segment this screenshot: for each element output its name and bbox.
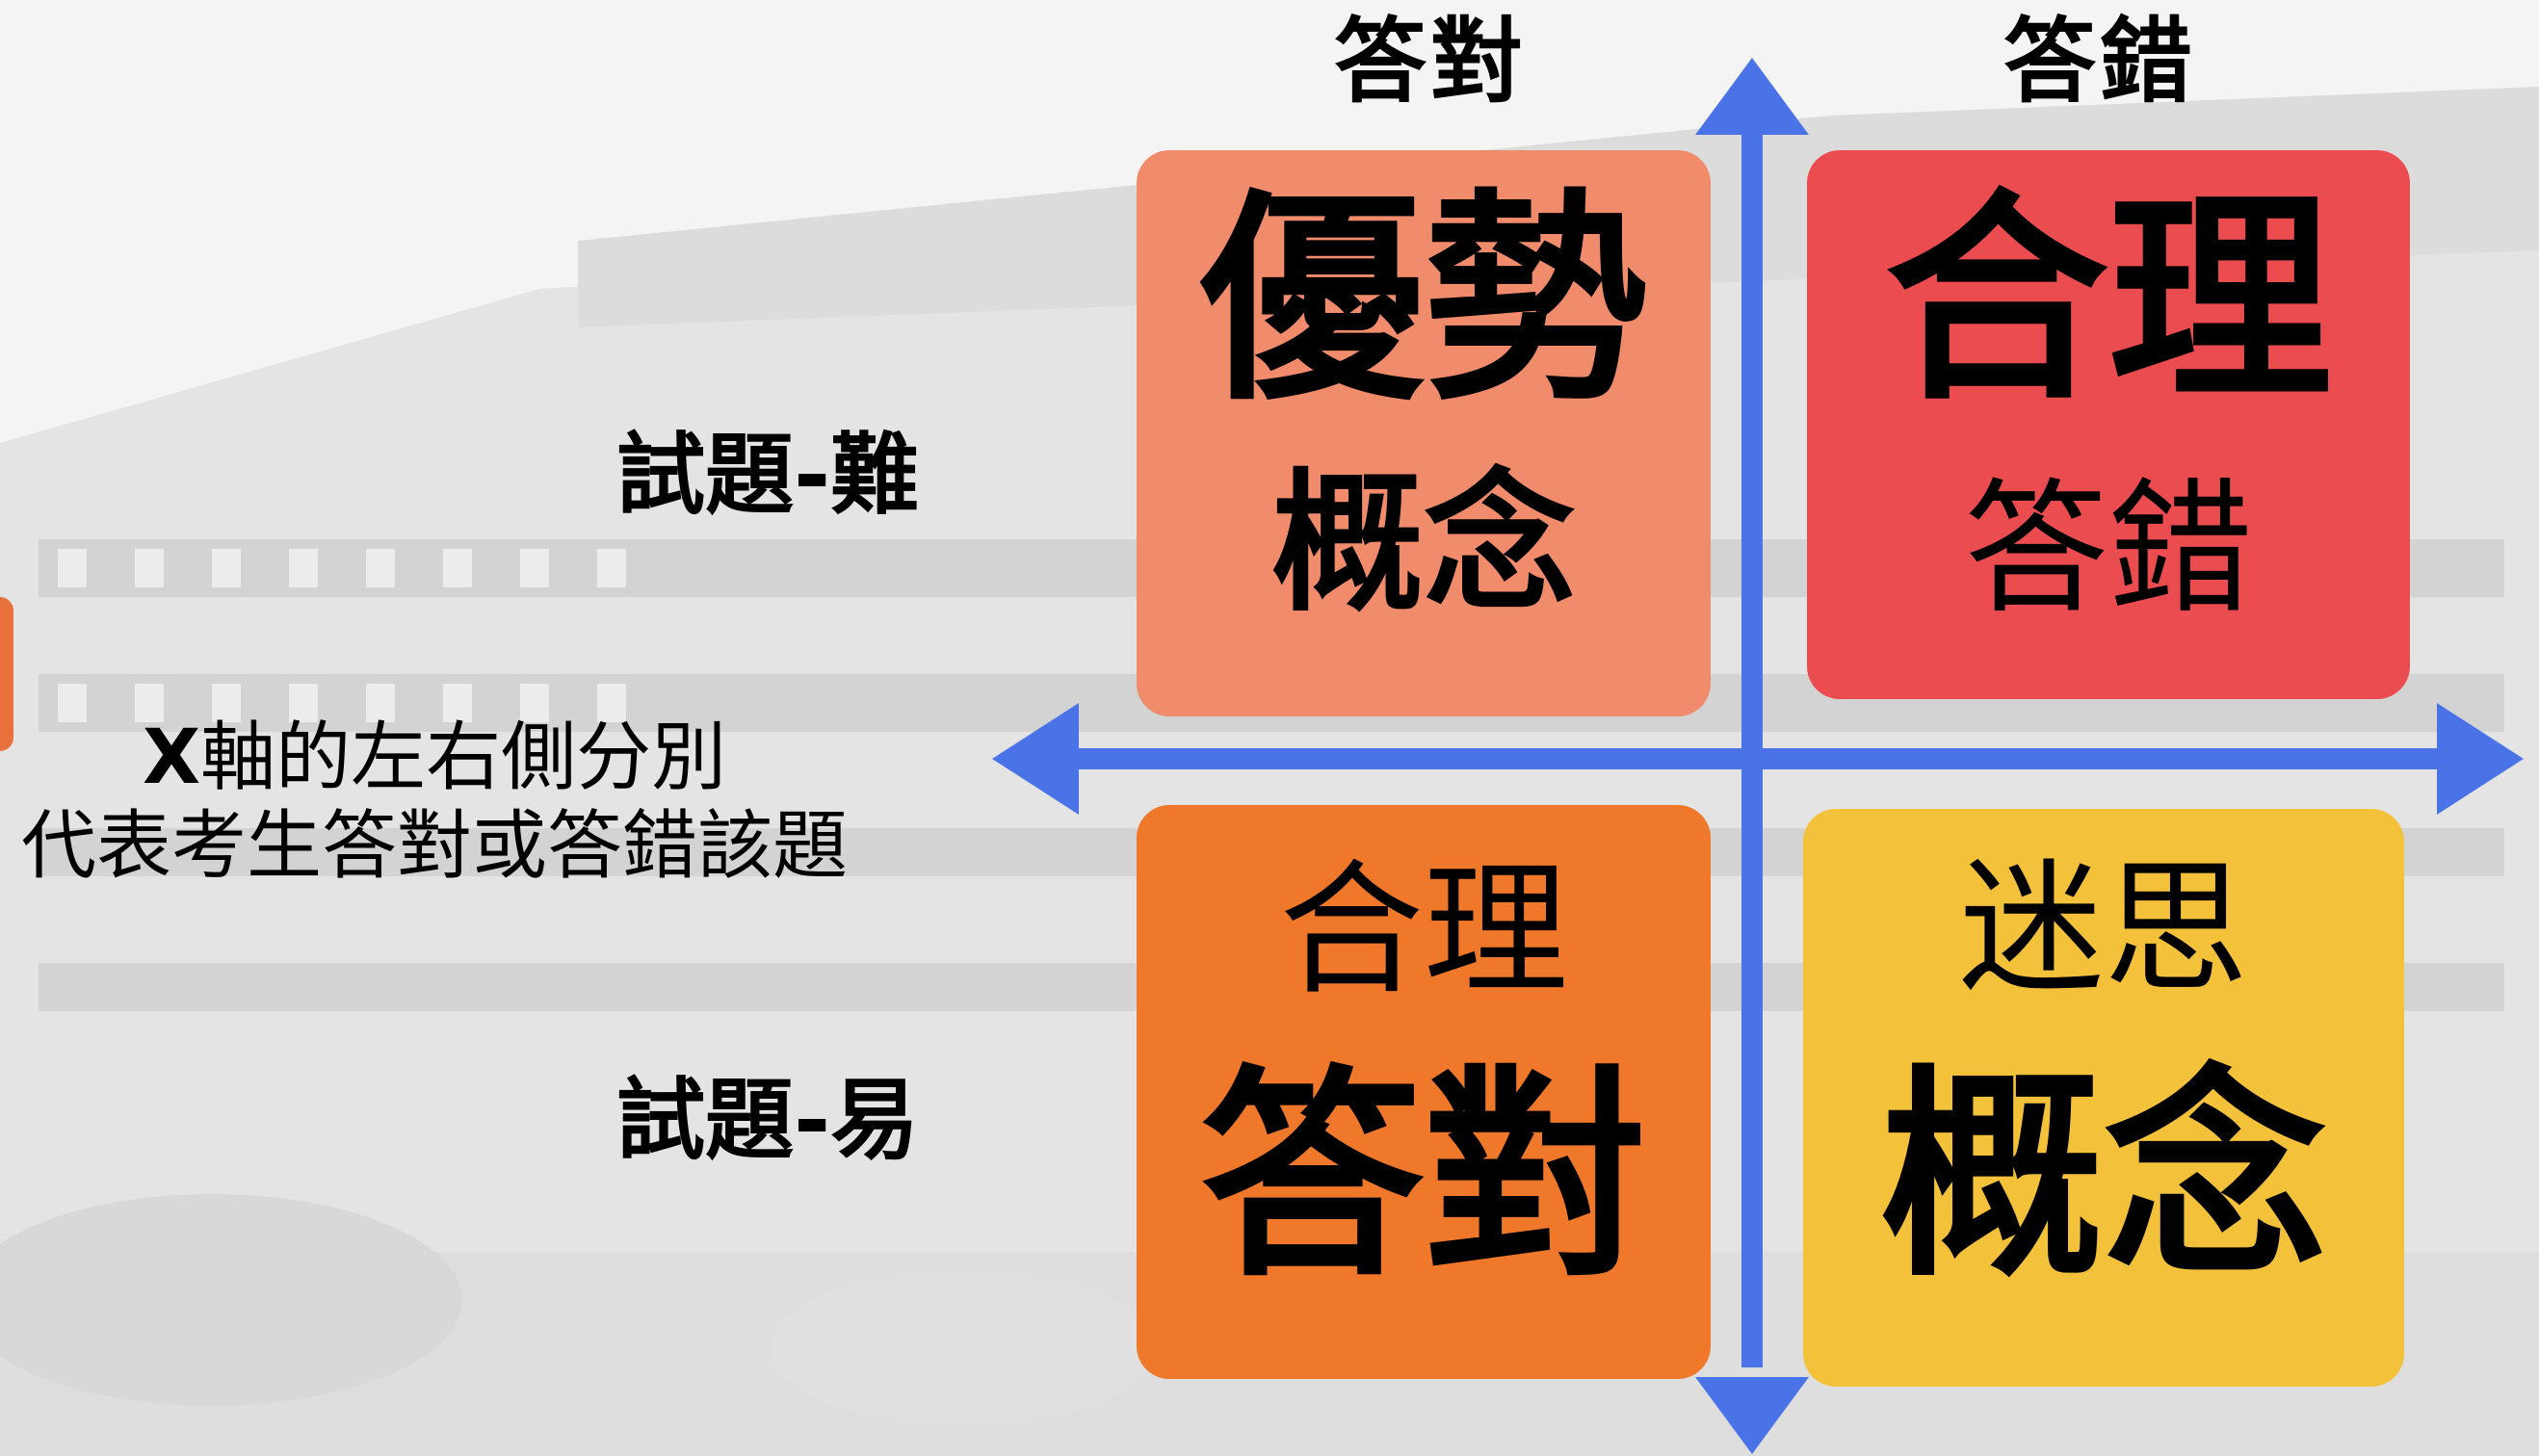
axis-note-x: X xyxy=(143,715,201,801)
axis-arrows xyxy=(992,58,2524,1454)
quadrant-bottom-right-title: 迷思 xyxy=(1958,845,2248,1013)
quadrant-top-right: 合理 答錯 xyxy=(1807,150,2410,699)
quadrant-top-left-subtitle: 概念 xyxy=(1271,455,1576,633)
horizontal-axis xyxy=(1060,748,2437,769)
down-arrowhead xyxy=(1695,1377,1809,1454)
quadrant-bottom-left-title: 合理 xyxy=(1278,847,1568,1015)
column-label-correct: 答對 xyxy=(1334,8,1527,116)
row-label-easy: 試題-易 xyxy=(616,1069,920,1172)
right-arrowhead xyxy=(2437,703,2524,815)
quadrant-bottom-right: 迷思 概念 xyxy=(1803,809,2404,1387)
quadrant-top-right-title: 合理 xyxy=(1884,170,2332,430)
column-label-wrong: 答錯 xyxy=(2003,8,2196,116)
left-arrowhead xyxy=(992,703,1079,815)
axis-note-line-1: X軸的左右側分別 xyxy=(143,720,726,795)
quadrant-bottom-left-subtitle: 答對 xyxy=(1199,1047,1647,1307)
quadrant-top-right-subtitle: 答錯 xyxy=(1963,466,2253,634)
quadrant-top-left-title: 優勢 xyxy=(1199,170,1647,430)
up-arrowhead xyxy=(1695,58,1809,135)
quadrant-top-left: 優勢 概念 xyxy=(1137,150,1711,716)
vertical-axis xyxy=(1741,116,1763,1367)
axis-note-line-2: 代表考生答對或答錯該題 xyxy=(21,803,849,890)
edge-decoration xyxy=(0,597,13,751)
axis-note-line-1-text: 軸的左右側分別 xyxy=(200,715,727,801)
quadrant-bottom-left: 合理 答對 xyxy=(1137,805,1711,1379)
quadrant-bottom-right-subtitle: 概念 xyxy=(1879,1047,2327,1307)
row-label-hard: 試題-難 xyxy=(616,424,920,527)
